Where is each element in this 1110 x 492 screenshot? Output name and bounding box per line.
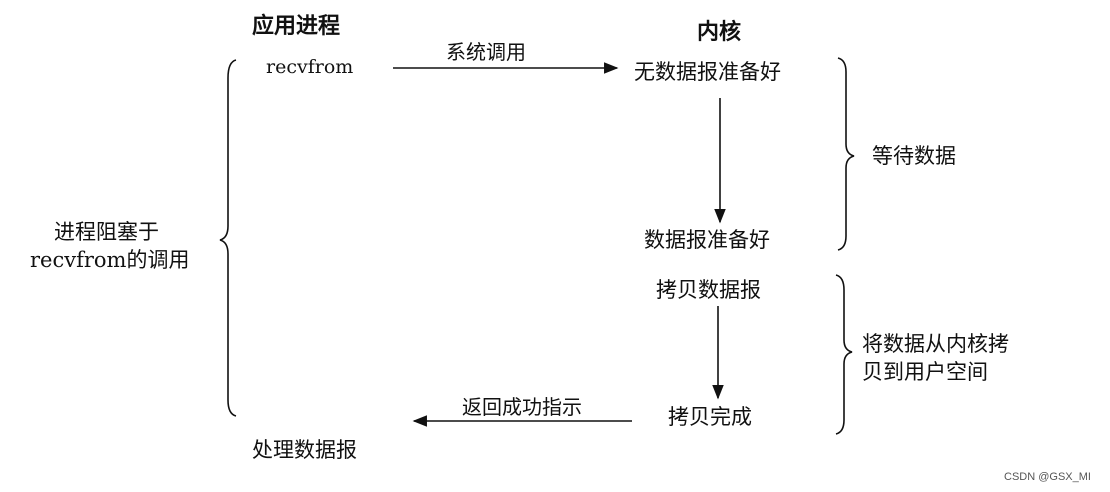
copy-complete-label: 拷贝完成 — [668, 405, 752, 429]
process-datagram-label: 处理数据报 — [252, 438, 357, 462]
copy-to-user-space-line2: 贝到用户空间 — [862, 360, 988, 384]
copy-datagram-label: 拷贝数据报 — [656, 278, 761, 302]
copy-to-user-space-line1: 将数据从内核拷 — [862, 332, 1009, 356]
blocked-brace — [219, 59, 237, 417]
process-blocked-line2: recvfrom的调用 — [30, 248, 190, 272]
process-blocked-line1: 进程阻塞于 — [54, 220, 159, 244]
wait-data-label: 等待数据 — [872, 144, 956, 168]
syscall-label: 系统调用 — [446, 40, 526, 64]
datagram-ready-label: 数据报准备好 — [644, 228, 770, 252]
return-success-label: 返回成功指示 — [462, 395, 582, 419]
copy-brace — [835, 274, 853, 435]
recvfrom-call-label: recvfrom — [266, 56, 354, 78]
no-datagram-ready-label: 无数据报准备好 — [634, 60, 781, 84]
copy-to-user-space-label: 将数据从内核拷 贝到用户空间 — [862, 330, 1009, 386]
app-process-header: 应用进程 — [252, 14, 341, 39]
process-blocked-label: 进程阻塞于 recvfrom的调用 — [30, 218, 189, 274]
kernel-header: 内核 — [697, 20, 742, 45]
watermark: CSDN @GSX_MI — [1004, 471, 1091, 483]
wait-brace — [837, 57, 855, 251]
